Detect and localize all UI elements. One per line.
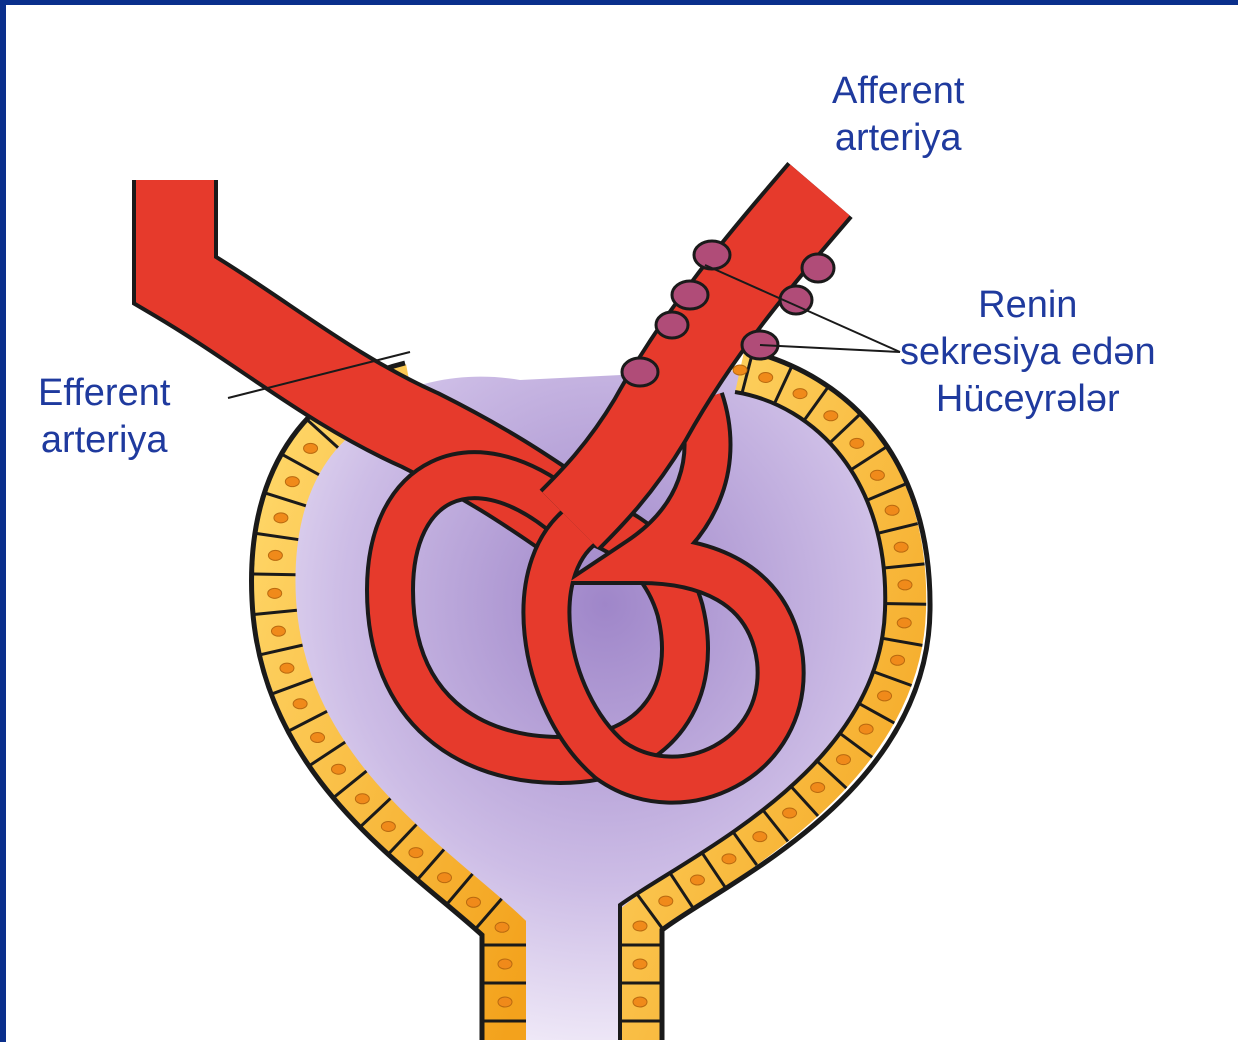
cell-nucleus xyxy=(733,365,747,375)
cell-nucleus xyxy=(885,505,899,515)
cell-nucleus xyxy=(498,959,512,969)
cell-nucleus xyxy=(381,821,395,831)
cell-nucleus xyxy=(870,470,884,480)
cell-nucleus xyxy=(409,848,423,858)
cell-nucleus xyxy=(280,663,294,673)
cell-nucleus xyxy=(285,477,299,487)
cell-divider xyxy=(884,604,926,605)
cell-nucleus xyxy=(633,959,647,969)
cell-nucleus xyxy=(495,922,509,932)
cell-nucleus xyxy=(793,389,807,399)
cell-nucleus xyxy=(824,411,838,421)
renin-label: Renin sekresiya edən Hüceyrələr xyxy=(900,282,1156,423)
cell-nucleus xyxy=(894,542,908,552)
cell-nucleus xyxy=(304,443,318,453)
afferent-label: Afferent arteriya xyxy=(832,68,964,162)
cell-nucleus xyxy=(850,438,864,448)
efferent-label-line2: arteriya xyxy=(38,417,170,464)
cell-nucleus xyxy=(633,921,647,931)
cell-nucleus xyxy=(355,794,369,804)
cell-nucleus xyxy=(836,755,850,765)
efferent-label: Efferent arteriya xyxy=(38,370,170,464)
cell-nucleus xyxy=(753,832,767,842)
renin-label-line1: Renin xyxy=(900,282,1156,329)
cell-nucleus xyxy=(891,655,905,665)
cell-nucleus xyxy=(759,372,773,382)
cell-nucleus xyxy=(783,808,797,818)
cell-nucleus xyxy=(311,733,325,743)
cell-nucleus xyxy=(633,997,647,1007)
cell-nucleus xyxy=(897,618,911,628)
cell-nucleus xyxy=(878,691,892,701)
cell-nucleus xyxy=(659,896,673,906)
cell-nucleus xyxy=(271,626,285,636)
afferent-label-line1: Afferent xyxy=(832,68,964,115)
cell-nucleus xyxy=(268,588,282,598)
cell-nucleus xyxy=(466,897,480,907)
cell-divider xyxy=(254,574,296,575)
afferent-label-line2: arteriya xyxy=(832,115,964,162)
cell-nucleus xyxy=(293,699,307,709)
cell-nucleus xyxy=(859,724,873,734)
cell-nucleus xyxy=(811,782,825,792)
cell-nucleus xyxy=(332,764,346,774)
cell-nucleus xyxy=(690,875,704,885)
renin-label-line3: Hüceyrələr xyxy=(900,376,1156,423)
cell-nucleus xyxy=(274,513,288,523)
cell-nucleus xyxy=(898,580,912,590)
efferent-label-line1: Efferent xyxy=(38,370,170,417)
cell-nucleus xyxy=(268,550,282,560)
renin-label-line2: sekresiya edən xyxy=(900,329,1156,376)
cell-nucleus xyxy=(498,997,512,1007)
cell-nucleus xyxy=(722,854,736,864)
cell-nucleus xyxy=(437,873,451,883)
